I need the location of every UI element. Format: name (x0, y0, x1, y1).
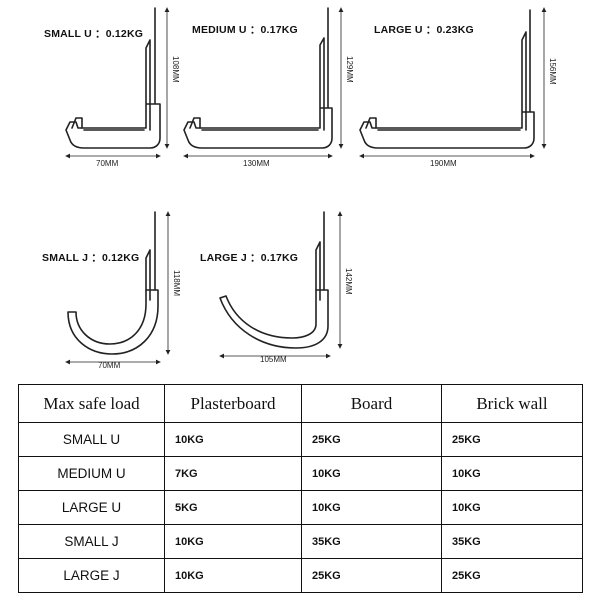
row-name: SMALL U (18, 422, 165, 457)
medium-u-height: 129MM (345, 56, 354, 83)
small-j-height: 118MM (172, 270, 181, 297)
hook-drawings (65, 7, 547, 365)
board-load: 25KG (301, 422, 442, 457)
header-brick-wall: Brick wall (441, 384, 583, 423)
table-row: SMALL U 10KG 25KG 25KG (18, 422, 583, 457)
row-name: LARGE J (18, 558, 165, 593)
plasterboard-load: 7KG (164, 456, 302, 491)
table-row: LARGE U 5KG 10KG 10KG (18, 490, 583, 525)
plasterboard-load: 10KG (164, 558, 302, 593)
row-name: MEDIUM U (18, 456, 165, 491)
table-row: MEDIUM U 7KG 10KG 10KG (18, 456, 583, 491)
brick-load: 25KG (441, 422, 583, 457)
medium-u-label: MEDIUM U ：0.17KG (192, 24, 298, 36)
large-j-height: 142MM (344, 268, 353, 295)
small-j-label: SMALL J ：0.12KG (42, 252, 140, 264)
row-name: SMALL J (18, 524, 165, 559)
table-row: LARGE J 10KG 25KG 25KG (18, 558, 583, 593)
large-j-label: LARGE J ：0.17KG (200, 252, 299, 264)
large-u-height: 156MM (548, 58, 557, 85)
small-u-width: 70MM (96, 159, 119, 168)
max-load-table: Max safe load Plasterboard Board Brick w… (18, 384, 583, 593)
large-u-label: LARGE U ：0.23KG (374, 24, 474, 36)
brick-load: 25KG (441, 558, 583, 593)
plasterboard-load: 10KG (164, 524, 302, 559)
plasterboard-load: 10KG (164, 422, 302, 457)
board-load: 35KG (301, 524, 442, 559)
header-plasterboard: Plasterboard (164, 384, 302, 423)
small-u-hook-drawing (65, 7, 161, 149)
brick-load: 10KG (441, 456, 583, 491)
medium-u-hook-drawing (183, 7, 333, 149)
brick-load: 35KG (441, 524, 583, 559)
board-load: 10KG (301, 456, 442, 491)
large-u-width: 190MM (430, 159, 457, 168)
small-j-hook-drawing (67, 211, 159, 355)
table-row: SMALL J 10KG 35KG 35KG (18, 524, 583, 559)
brick-load: 10KG (441, 490, 583, 525)
table-header-row: Max safe load Plasterboard Board Brick w… (18, 384, 583, 423)
small-u-label: SMALL U ：0.12KG (44, 28, 144, 40)
board-load: 25KG (301, 558, 442, 593)
large-j-width: 105MM (260, 355, 287, 364)
row-name: LARGE U (18, 490, 165, 525)
plasterboard-load: 5KG (164, 490, 302, 525)
large-u-hook-drawing (359, 9, 535, 149)
header-board: Board (301, 384, 442, 423)
board-load: 10KG (301, 490, 442, 525)
medium-u-width: 130MM (243, 159, 270, 168)
header-max-safe-load: Max safe load (18, 384, 165, 423)
small-u-height: 108MM (171, 56, 180, 83)
hook-diagram: SMALL U ：0.12KG MEDIUM U ：0.17KG LARGE U… (42, 7, 557, 370)
small-j-width: 70MM (98, 361, 121, 370)
large-j-hook-drawing (219, 211, 329, 349)
